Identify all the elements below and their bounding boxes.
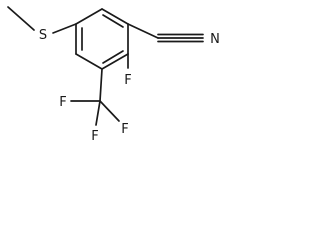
sulfur-atom-label: S (39, 28, 47, 43)
bond-ring-to-sulfur (52, 23, 77, 34)
atom-labels: S N F F F F (39, 28, 220, 144)
ring-bond-c3-c4 (101, 53, 129, 70)
cf3-fluorine-left-label: F (59, 95, 66, 110)
bond-cf3-to-fluorine-bottom (95, 100, 101, 126)
bond-ring-to-cf3-carbon (99, 68, 103, 102)
ring-fluorine-atom-label: F (124, 73, 131, 88)
ring-double-bond-c3-c4 (102, 50, 124, 64)
cf3-fluorine-right-label: F (121, 122, 128, 137)
ring-bond-c6-c1 (75, 8, 103, 25)
ring-double-bond-c1-c2 (102, 14, 124, 28)
molecule-structure: S N F F F F (7, 6, 220, 144)
bond-sulfur-to-methyl (7, 6, 35, 31)
bond-cf3-to-fluorine-right (99, 100, 120, 122)
bond-ring-to-nitrile-carbon (127, 23, 159, 39)
bonds (7, 6, 204, 126)
cf3-fluorine-bottom-label: F (91, 129, 98, 144)
nitrogen-atom-label: N (210, 32, 220, 47)
ring-bond-c1-c2 (101, 8, 129, 25)
ring-bond-c4-c5 (75, 53, 103, 70)
